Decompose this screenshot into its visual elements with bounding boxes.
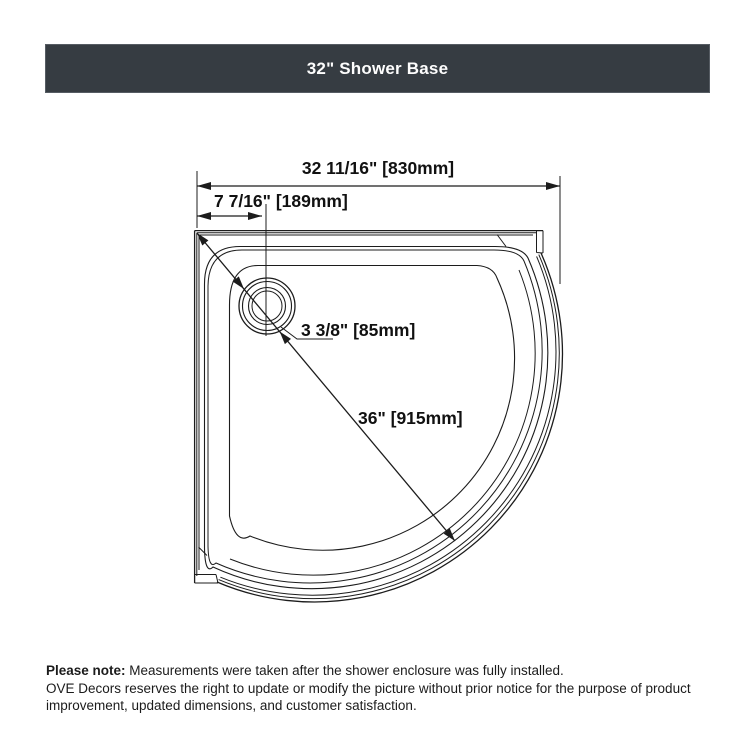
dimension-drain-diameter: 3 3/8" [85mm] — [232, 276, 415, 345]
dimension-label-overall-width: 32 11/16" [830mm] — [302, 158, 454, 178]
arrowhead-drain-lower-icon — [279, 331, 291, 345]
footnote-line-1: Please note: Measurements were taken aft… — [46, 662, 716, 680]
dimension-label-drain-diameter: 3 3/8" [85mm] — [301, 320, 415, 340]
arrowhead-curve-icon — [443, 528, 455, 541]
dimension-front-radius: 36" [915mm] — [196, 232, 463, 542]
arrowhead-left-icon — [197, 182, 211, 190]
footnote-disclaimer: OVE Decors reserves the right to update … — [46, 680, 691, 714]
arrowhead-drain-upper-icon — [232, 276, 244, 289]
dimension-label-drain-offset: 7 7/16" [189mm] — [214, 191, 348, 211]
arrowhead-right-icon — [248, 212, 262, 220]
base-floor-contour — [228, 264, 516, 551]
arrowhead-corner-icon — [197, 233, 209, 246]
dimension-overall-width: 32 11/16" [830mm] — [196, 158, 561, 284]
footnote: Please note: Measurements were taken aft… — [46, 662, 716, 715]
title-bar: 32" Shower Base — [45, 44, 710, 93]
page-title: 32" Shower Base — [306, 58, 449, 78]
dimension-label-front-radius: 36" [915mm] — [358, 408, 463, 428]
base-outer-edge — [193, 229, 564, 603]
footnote-note-text: Measurements were taken after the shower… — [125, 663, 564, 678]
arrowhead-right-icon — [546, 182, 560, 190]
dimension-drain-offset: 7 7/16" [189mm] — [197, 191, 348, 336]
base-rim-contour — [198, 234, 549, 590]
footnote-note-label: Please note: — [46, 663, 126, 678]
arrowhead-left-icon — [197, 212, 211, 220]
drain — [238, 277, 296, 335]
